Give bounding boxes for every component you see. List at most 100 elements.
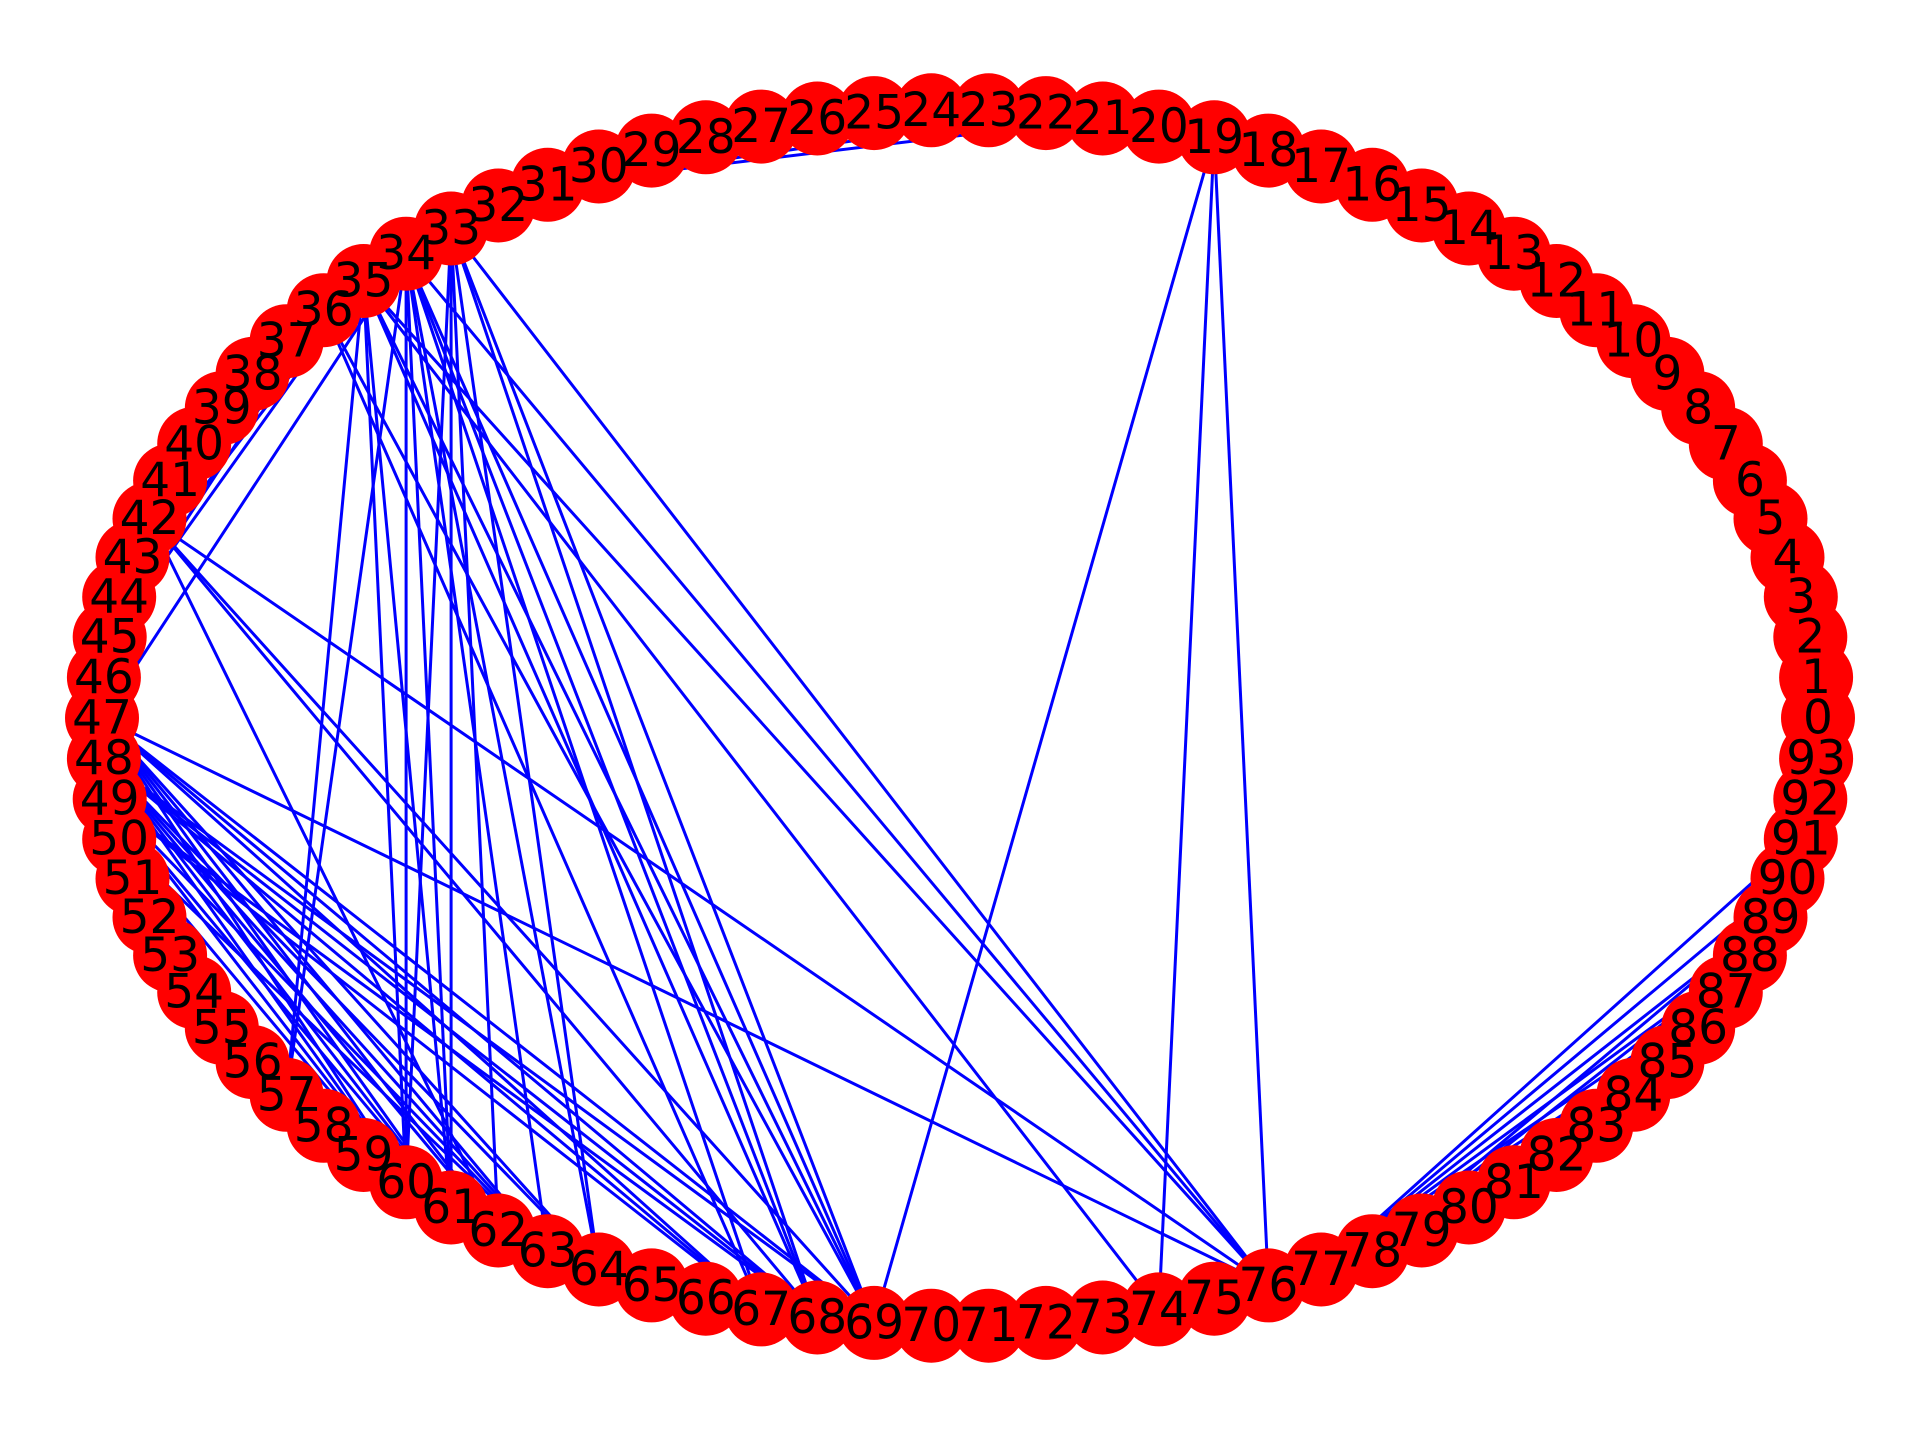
- node-label: 46: [74, 650, 134, 705]
- node-label: 41: [140, 453, 200, 508]
- node-label: 83: [1566, 1098, 1626, 1153]
- node-label: 45: [80, 610, 140, 665]
- node-label: 69: [844, 1295, 904, 1350]
- node-label: 90: [1758, 851, 1818, 906]
- node-label: 57: [257, 1067, 317, 1122]
- edge-34-69: [404, 253, 876, 1324]
- edge-47-76: [101, 716, 1270, 1287]
- node-25: [837, 76, 912, 151]
- node-label: 54: [164, 965, 224, 1020]
- edge-19-69: [872, 136, 1216, 1324]
- node-label: 59: [334, 1128, 394, 1183]
- node-circle: [894, 73, 969, 148]
- node-label: 2: [1795, 610, 1825, 665]
- node-label: 87: [1696, 965, 1756, 1020]
- node-label: 5: [1756, 491, 1786, 546]
- node-label: 88: [1720, 928, 1780, 983]
- node-label: 58: [294, 1098, 354, 1153]
- node-label: 92: [1780, 772, 1840, 827]
- node-label: 48: [74, 731, 134, 786]
- node-71: [951, 1288, 1026, 1363]
- node-label: 74: [1129, 1282, 1189, 1337]
- node-label: 18: [1238, 123, 1298, 178]
- node-label: 65: [622, 1258, 682, 1313]
- node-label: 20: [1129, 99, 1189, 154]
- edge-33-64: [449, 228, 601, 1270]
- node-label: 23: [959, 83, 1019, 138]
- node-label: 50: [89, 812, 149, 867]
- node-label: 1: [1801, 650, 1831, 705]
- node-label: 39: [192, 381, 252, 436]
- node-label: 52: [120, 890, 180, 945]
- node-label: 32: [468, 178, 528, 233]
- edge-48-64: [102, 757, 600, 1271]
- node-label: 16: [1342, 157, 1402, 212]
- node-label: 10: [1603, 314, 1663, 369]
- node-74: [1121, 1272, 1196, 1347]
- node-label: 28: [676, 110, 736, 165]
- node-label: 29: [622, 123, 682, 178]
- edge-19-74: [1157, 137, 1216, 1310]
- node-label: 66: [676, 1271, 736, 1326]
- node-label: 79: [1392, 1203, 1452, 1258]
- node-label: 6: [1735, 453, 1765, 508]
- node-20: [1121, 89, 1196, 164]
- node-label: 82: [1527, 1128, 1587, 1183]
- node-label: 85: [1637, 1035, 1697, 1090]
- node-label: 73: [1073, 1290, 1133, 1345]
- node-19: [1177, 100, 1252, 175]
- edge-77-91: [1320, 837, 1802, 1271]
- node-label: 89: [1741, 890, 1801, 945]
- edge-49-68: [108, 797, 819, 1319]
- node-label: 7: [1711, 416, 1741, 471]
- node-circle: [1121, 1272, 1196, 1347]
- node-label: 72: [1016, 1295, 1076, 1350]
- node-circle: [724, 89, 799, 164]
- node-circle: [1008, 1285, 1083, 1360]
- node-label: 93: [1786, 731, 1846, 786]
- node-label: 70: [901, 1298, 961, 1353]
- edge-42-69: [148, 517, 876, 1324]
- node-label: 35: [334, 254, 394, 309]
- edge-36-69: [322, 309, 876, 1324]
- node-circle: [951, 73, 1026, 148]
- node-27: [724, 89, 799, 164]
- edge-34-47: [100, 252, 408, 719]
- node-label: 22: [1016, 86, 1076, 141]
- edge-33-76: [449, 227, 1270, 1287]
- node-label: 37: [257, 314, 317, 369]
- node-label: 68: [787, 1290, 847, 1345]
- edge-35-69: [362, 280, 876, 1324]
- node-circle: [780, 81, 855, 156]
- node-label: 3: [1786, 569, 1816, 624]
- node-circle: [668, 1261, 743, 1336]
- edge-34-61: [404, 253, 453, 1208]
- edge-35-76: [362, 279, 1270, 1287]
- node-label: 21: [1073, 91, 1133, 146]
- edge-35-74: [362, 280, 1161, 1311]
- edge-34-76: [404, 252, 1270, 1287]
- edge-49-63: [108, 797, 549, 1253]
- node-label: 55: [192, 1000, 252, 1055]
- node-23: [951, 73, 1026, 148]
- node-label: 71: [959, 1298, 1019, 1353]
- edge-48-63: [102, 757, 549, 1253]
- node-label: 38: [223, 346, 283, 401]
- edge-47-69: [101, 716, 876, 1325]
- node-label: 91: [1771, 812, 1831, 867]
- node-label: 61: [421, 1180, 481, 1235]
- node-label: 47: [72, 691, 132, 746]
- node-label: 49: [80, 772, 140, 827]
- edge-48-69: [103, 757, 875, 1325]
- node-label: 53: [140, 928, 200, 983]
- node-label: 75: [1184, 1271, 1244, 1326]
- edge-48-61: [102, 757, 453, 1209]
- edge-47-64: [100, 716, 600, 1271]
- node-93: [1779, 721, 1854, 796]
- node-label: 33: [421, 201, 481, 256]
- node-label: 11: [1566, 283, 1626, 338]
- node-72: [1008, 1285, 1083, 1360]
- node-68: [780, 1280, 855, 1355]
- node-label: 31: [518, 157, 578, 212]
- node-label: 67: [731, 1282, 791, 1337]
